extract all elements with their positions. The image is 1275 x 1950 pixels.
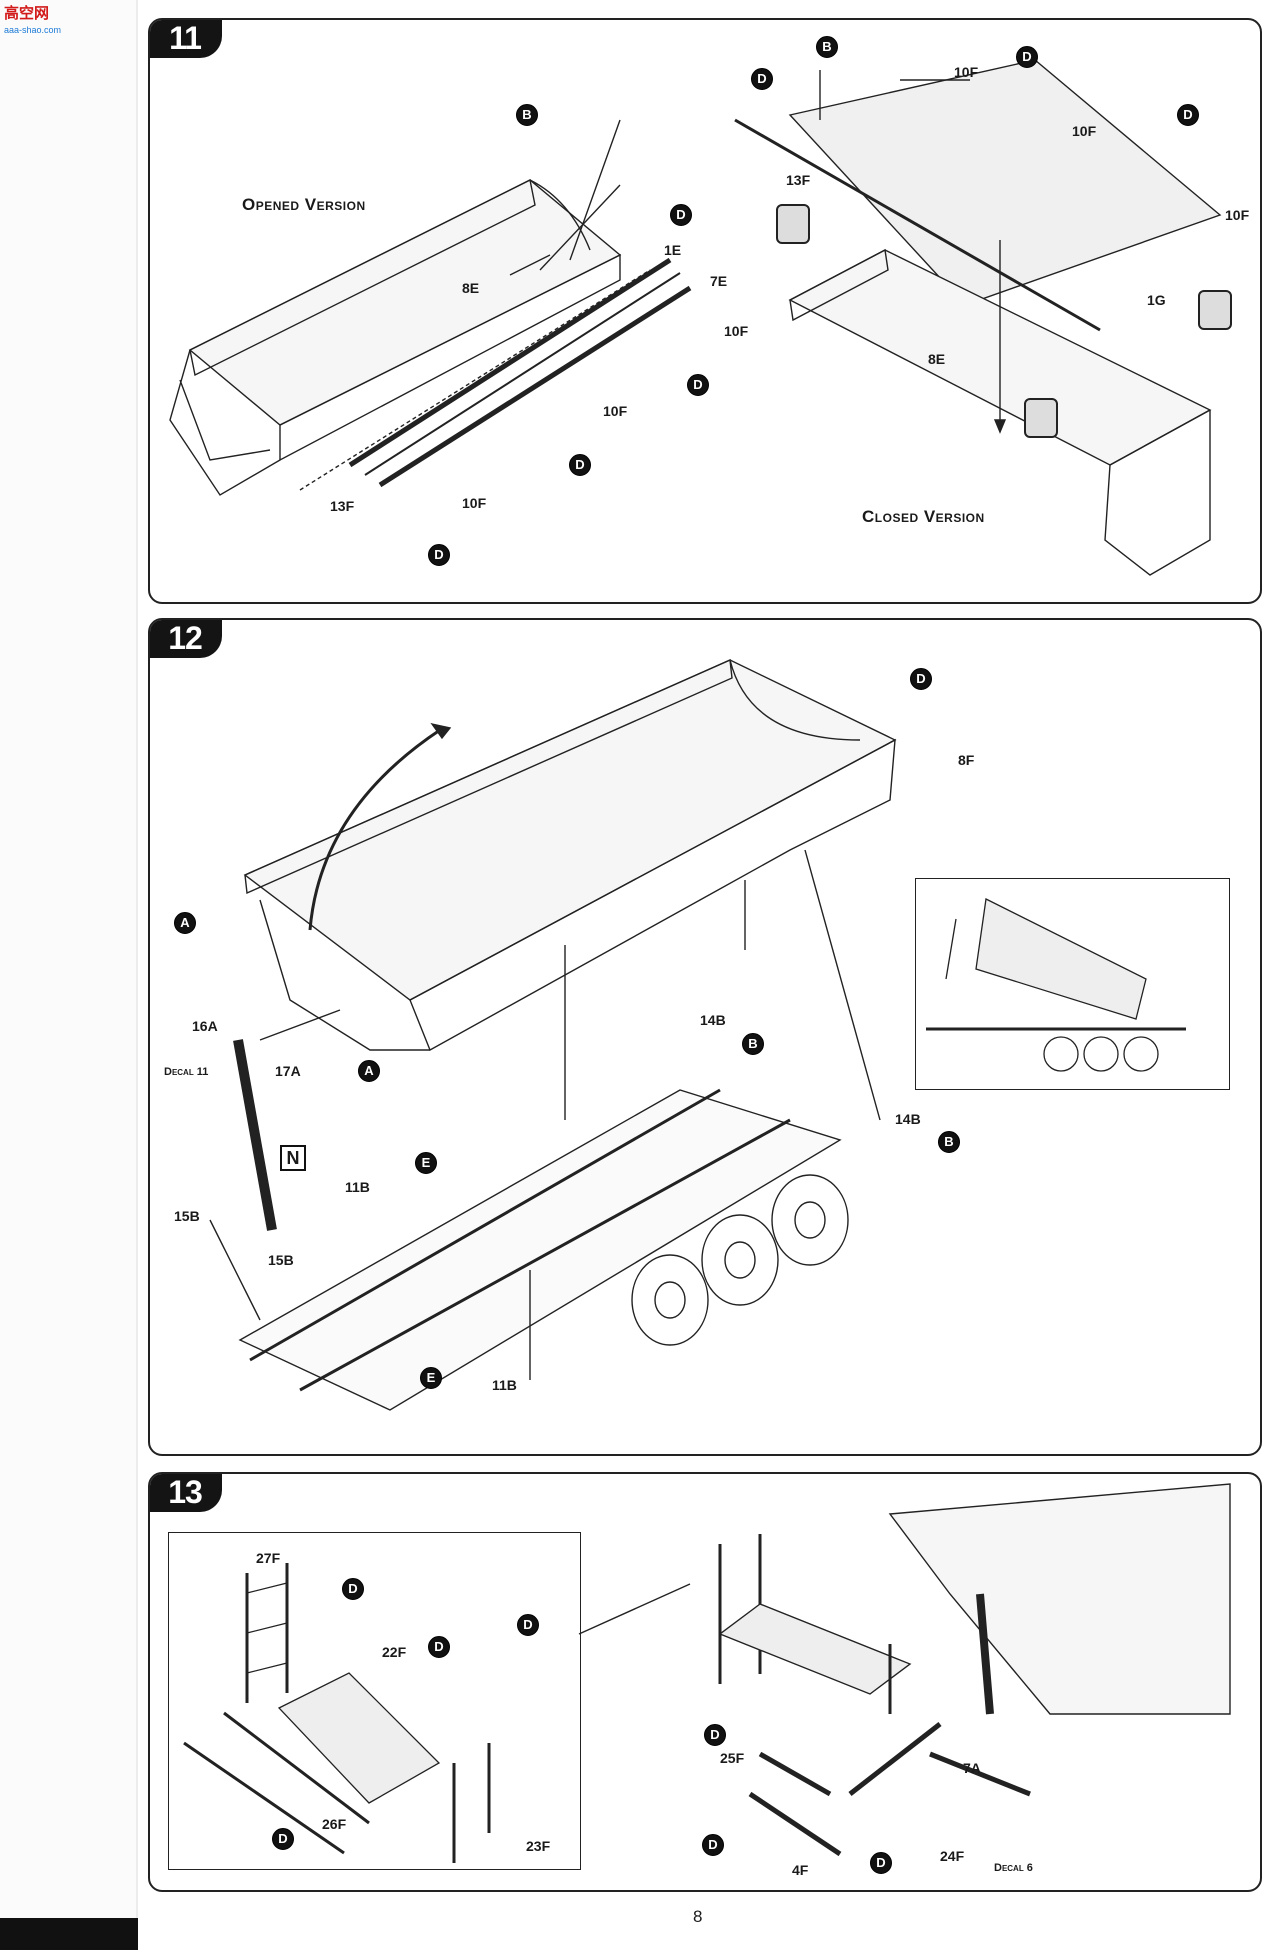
left-margin [0,0,138,1950]
tipped-trailer-icon [926,898,1186,1072]
part-13f-label: 13F [786,172,811,188]
sprue-d-marker: D [687,374,709,396]
step-12-panel: 12 N Decal [148,618,1262,1456]
trim-knife-icon [1024,398,1058,438]
part-14b-label: 14B [700,1012,726,1028]
sprue-d-marker: D [1016,46,1038,68]
part-11b-label: 11B [492,1377,517,1393]
ladder-detail-inset [168,1532,581,1870]
part-7a-label: 7A [963,1760,981,1776]
part-25f-label: 25F [720,1750,745,1766]
step-11-panel: 11 Opened Version Closed Version B B D D [148,18,1262,604]
part-16a-label: 16A [192,1018,218,1034]
decal-11-label: Decal 11 [164,1066,209,1078]
part-14b-label: 14B [895,1111,921,1127]
step-13-number: 13 [150,1474,222,1512]
part-8e-label: 8E [928,351,946,367]
part-22f-label: 22F [382,1644,407,1660]
sprue-b-marker: B [816,36,838,58]
part-10f-label: 10F [1072,123,1097,139]
sprue-d-marker: D [342,1578,364,1600]
ladder-parts-illustration [183,1563,491,1863]
site-logo-main: 高空网 [4,5,50,22]
sprue-d-marker: D [428,544,450,566]
decal-6-label: Decal 6 [994,1862,1033,1874]
step-12-number: 12 [150,620,222,658]
trim-knife-icon [776,204,810,244]
sprue-e-marker: E [415,1152,437,1174]
site-logo: 高空网 aaa-shao.com [4,6,61,38]
part-8f-label: 8F [958,752,975,768]
part-7e-label: 7E [710,273,728,289]
part-15b-label: 15B [174,1208,200,1224]
sprue-d-marker: D [702,1834,724,1856]
part-4f-label: 4F [792,1862,809,1878]
part-26f-label: 26F [322,1816,347,1832]
step-12-illustration [209,658,897,1411]
page-number: 8 [693,1907,703,1926]
sprue-b-marker: B [938,1131,960,1153]
part-27f-label: 27F [256,1550,281,1566]
part-23f-label: 23F [526,1838,551,1854]
part-10f-label: 10F [603,403,628,419]
part-1e-label: 1E [664,242,682,258]
sprue-d-marker: D [569,454,591,476]
sprue-d-marker: D [704,1724,726,1746]
trim-knife-icon [1198,290,1232,330]
site-logo-sub: aaa-shao.com [4,25,62,35]
step-11-number: 11 [150,20,222,58]
part-17a-label: 17A [275,1063,301,1079]
sprue-d-marker: D [517,1614,539,1636]
part-10f-label: 10F [954,64,979,80]
tipped-view-inset [915,878,1230,1090]
margin-edge [136,0,138,1950]
part-10f-label: 10F [462,495,487,511]
step-13-panel: 13 Decal 6 D D D D D D D 27F 22F [148,1472,1262,1892]
bottom-black-bar [0,1918,138,1950]
part-24f-label: 24F [940,1848,965,1864]
opened-version-title: Opened Version [242,195,366,214]
part-8e-label: 8E [462,280,480,296]
sprue-d-marker: D [1177,104,1199,126]
part-13f-label: 13F [330,498,355,514]
part-10f-label: 10F [724,323,749,339]
sprue-b-marker: B [516,104,538,126]
sprue-d-marker: D [272,1828,294,1850]
part-15b-label: 15B [268,1252,294,1268]
sprue-d-marker: D [670,204,692,226]
sprue-b-marker: B [742,1033,764,1055]
closed-version-title: Closed Version [862,507,985,526]
sprue-d-marker: D [910,668,932,690]
sprue-d-marker: D [428,1636,450,1658]
sprue-a-marker: A [358,1060,380,1082]
n-marker-box: N [280,1145,306,1171]
sprue-d-marker: D [870,1852,892,1874]
sprue-e-marker: E [420,1367,442,1389]
sprue-d-marker: D [751,68,773,90]
step-11-illustration [169,59,1222,576]
part-1g-label: 1G [1147,292,1166,308]
part-10f-label: 10F [1225,207,1250,223]
sprue-a-marker: A [174,912,196,934]
part-11b-label: 11B [345,1179,370,1195]
